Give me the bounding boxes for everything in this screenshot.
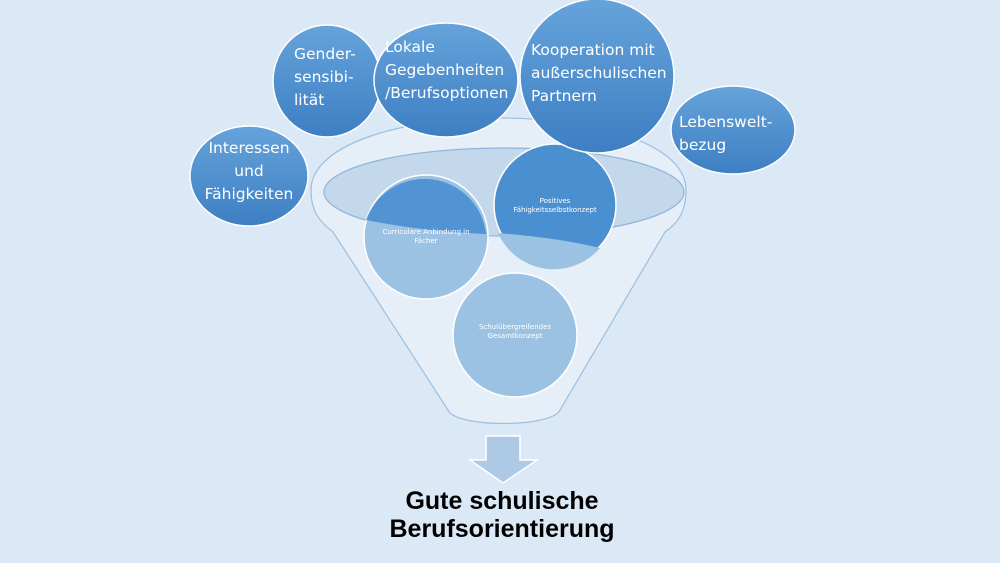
factor-lebenswelt: Lebenswelt-bezug (670, 85, 796, 175)
arrow-down-icon (467, 435, 540, 484)
svg-text:Lebenswelt-bezug: Lebenswelt-bezug (679, 113, 772, 154)
svg-text:Gender-sensibi-lität: Gender-sensibi-lität (294, 45, 356, 109)
factor-gender: Gender-sensibi-lität (272, 24, 382, 138)
